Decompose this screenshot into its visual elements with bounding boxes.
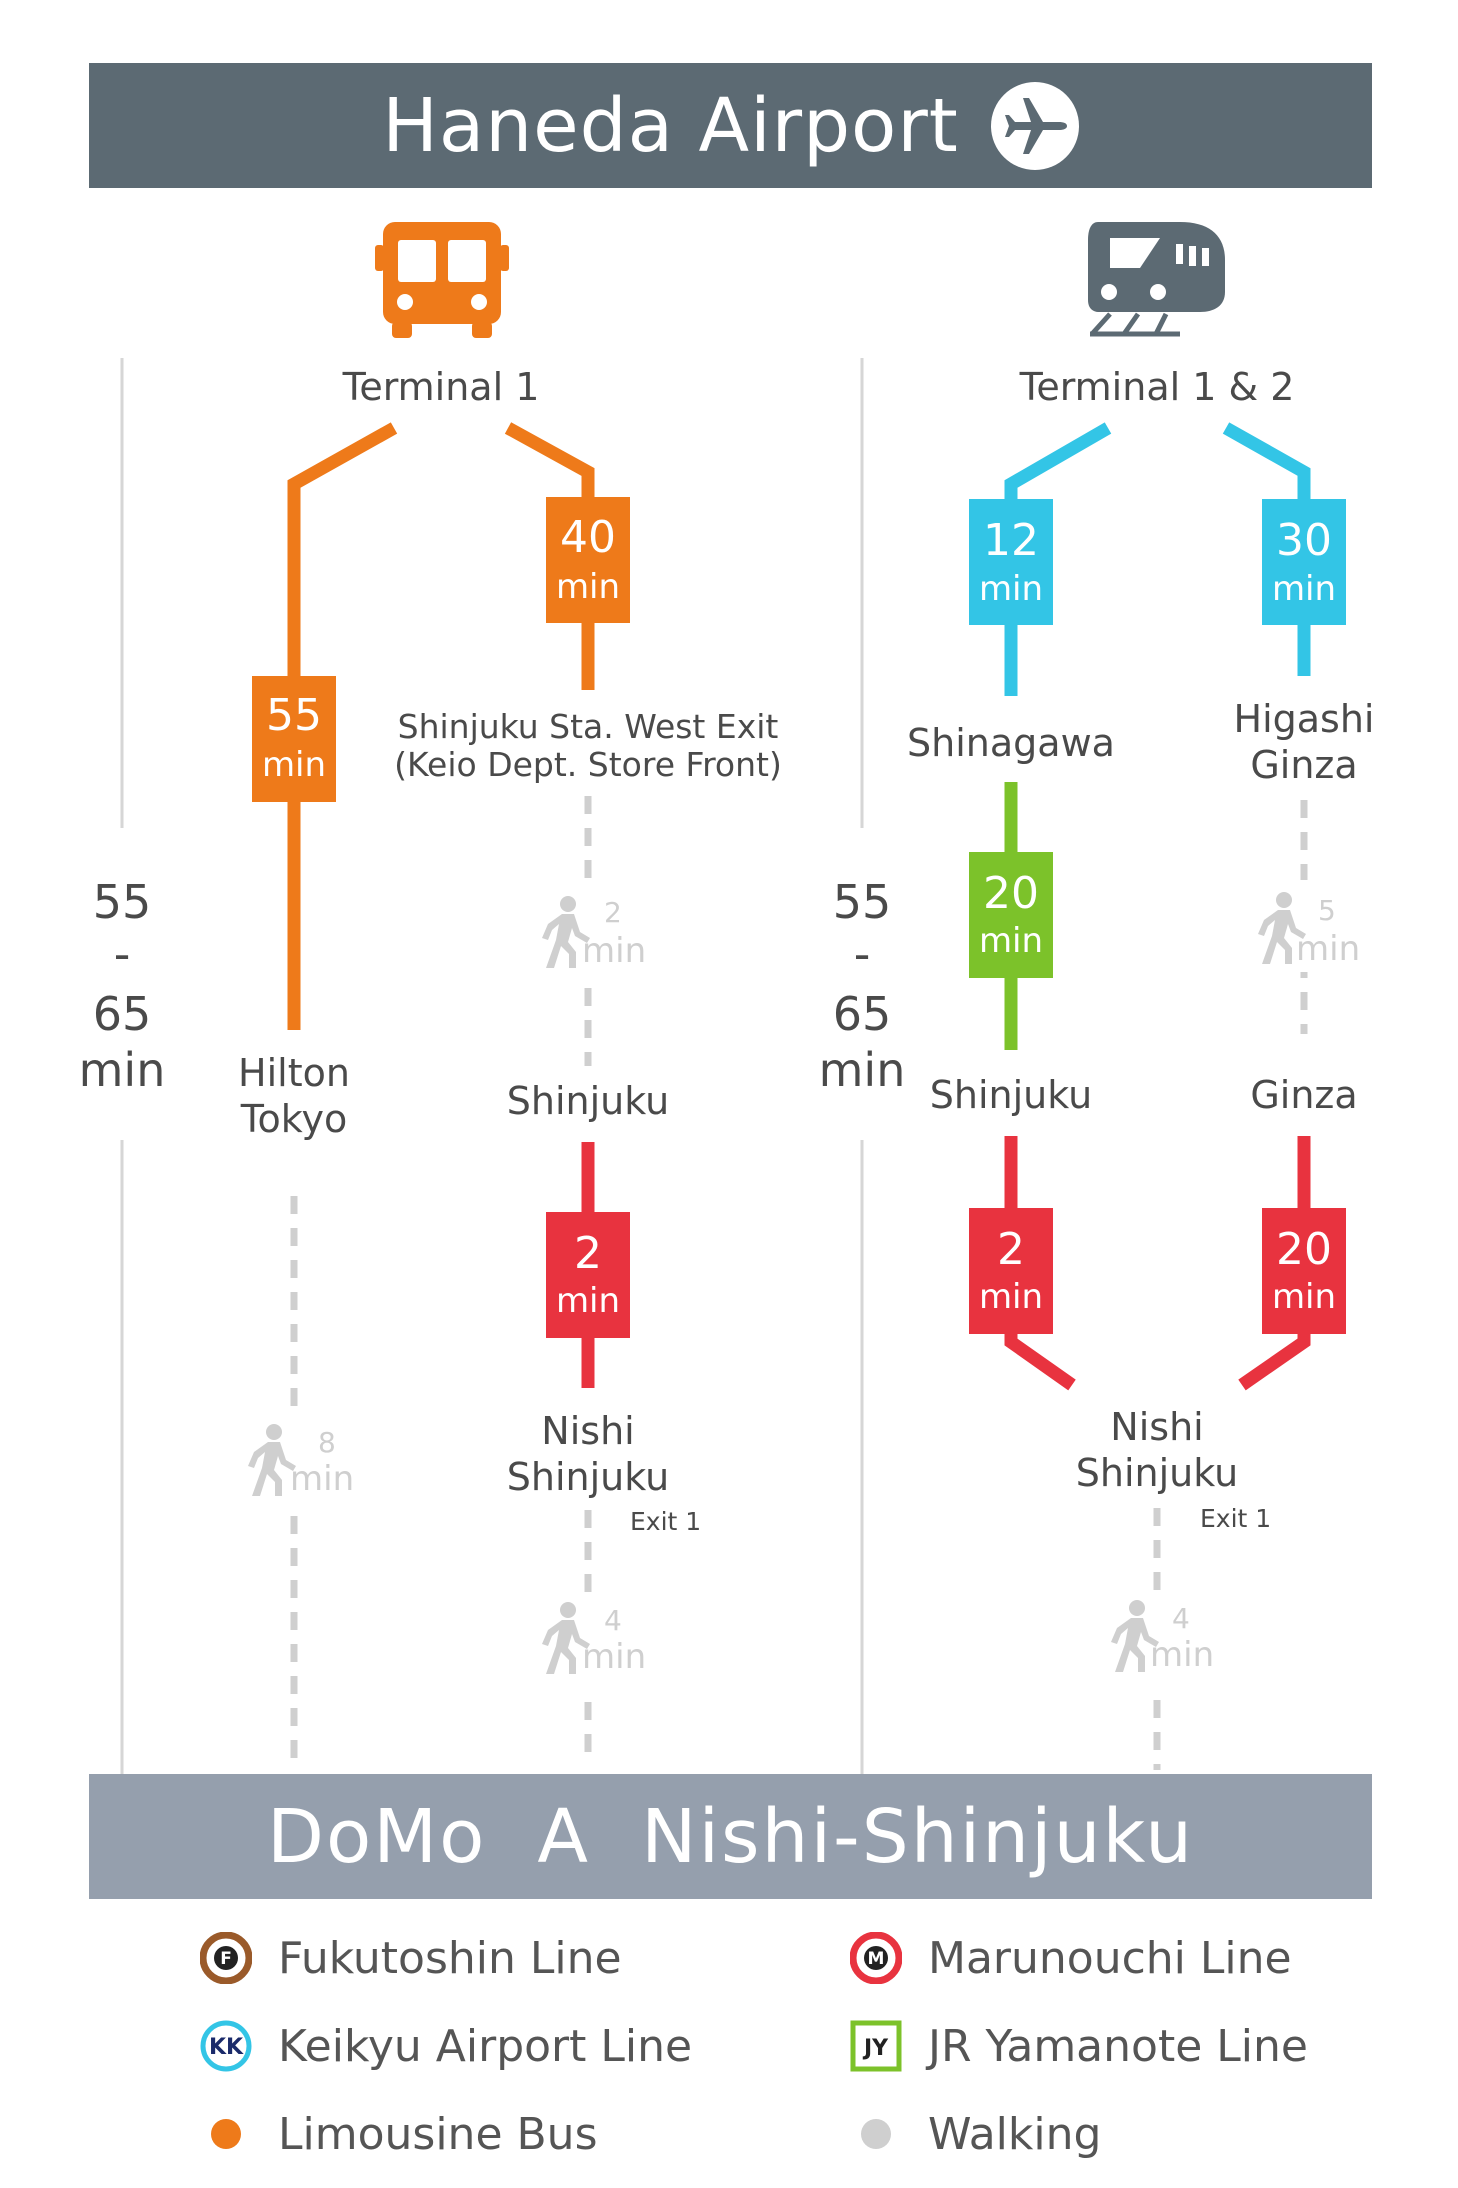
station-label: Shinjuku xyxy=(930,1073,1092,1117)
jr-yamanote-line-icon: JY xyxy=(850,2020,902,2072)
walk-time-unit: min xyxy=(1296,929,1360,969)
keikyu-route-line xyxy=(1004,422,1112,696)
station-label: Ginza xyxy=(1250,1073,1357,1117)
bus-time-value: 55 xyxy=(266,690,322,741)
train-time-unit: min xyxy=(556,1281,620,1321)
train-time-unit: min xyxy=(1272,1277,1336,1317)
legend-label: JR Yamanote Line xyxy=(928,2020,1308,2072)
legend-label: Keikyu Airport Line xyxy=(278,2020,693,2072)
dest-label-line1: Nishi xyxy=(1110,1405,1203,1449)
walk-time-unit: min xyxy=(290,1459,354,1499)
bus-time-unit: min xyxy=(262,745,326,785)
origin-label: Terminal 1 xyxy=(342,365,540,409)
bus-time-unit: min xyxy=(556,567,620,607)
marunouchi-line-icon: M xyxy=(850,1932,902,1984)
stop-label-line2: (Keio Dept. Store Front) xyxy=(394,745,782,784)
train-time-value: 2 xyxy=(997,1224,1025,1275)
train-time-value: 2 xyxy=(574,1228,602,1279)
marunouchi-route-line xyxy=(1004,1136,1076,1391)
legend-jr: JY JR Yamanote Line xyxy=(850,2020,1308,2072)
origin-label: Terminal 1 & 2 xyxy=(1019,365,1295,409)
walk-time-value: 4 xyxy=(604,1604,622,1637)
station-label: Shinagawa xyxy=(907,721,1115,765)
keikyu-time-unit: min xyxy=(979,569,1043,609)
bus-route-line xyxy=(287,422,398,1030)
svg-text:KK: KK xyxy=(209,2035,244,2060)
svg-text:JY: JY xyxy=(862,2036,889,2061)
destination-banner: DoMo A Nishi-Shinjuku xyxy=(89,1774,1372,1899)
legend-keikyu: KK Keikyu Airport Line xyxy=(200,2020,692,2072)
train-time-box xyxy=(969,1208,1053,1334)
walking-icon xyxy=(542,1602,590,1674)
walk-time-unit: min xyxy=(582,1637,646,1677)
total-time-dash: - xyxy=(854,927,871,981)
keikyu-time-unit: min xyxy=(1272,569,1336,609)
keikyu-time-value: 12 xyxy=(983,515,1039,566)
train-time-box xyxy=(1262,1208,1346,1334)
walk-time-value: 8 xyxy=(318,1426,336,1459)
train-time-unit: min xyxy=(979,1277,1043,1317)
train-time-value: 20 xyxy=(1276,1224,1332,1275)
dest-label-line2: Shinjuku xyxy=(507,1455,669,1499)
walk-time-value: 5 xyxy=(1318,894,1336,927)
header-banner: Haneda Airport xyxy=(89,63,1372,188)
exit-label: Exit 1 xyxy=(1200,1504,1271,1533)
legend-label: Marunouchi Line xyxy=(928,1932,1292,1984)
total-time-unit: min xyxy=(819,1043,906,1097)
dest-label-line2: Shinjuku xyxy=(1076,1451,1238,1495)
bus-time-box xyxy=(252,676,336,802)
stop-label-line2: Tokyo xyxy=(240,1097,347,1141)
walking-icon xyxy=(1111,1600,1159,1672)
bus-icon xyxy=(375,222,509,338)
train-time-box xyxy=(546,1212,630,1338)
walk-time-value: 2 xyxy=(604,896,622,929)
walk-time-unit: min xyxy=(1150,1635,1214,1675)
svg-text:F: F xyxy=(220,1949,232,1969)
svg-text:M: M xyxy=(868,1949,885,1969)
walk-time-value: 4 xyxy=(1172,1602,1190,1635)
station-label-line2: Ginza xyxy=(1250,743,1357,787)
legend-bus: Limousine Bus xyxy=(200,2108,598,2160)
fukutoshin-line-icon: F xyxy=(200,1932,252,1984)
total-time-dash: - xyxy=(114,927,131,981)
jr-time-value: 20 xyxy=(983,868,1039,919)
jr-time-unit: min xyxy=(979,921,1043,961)
total-time-min: 55 xyxy=(93,875,152,929)
legend-label: Limousine Bus xyxy=(278,2108,598,2160)
marunouchi-route-line xyxy=(1238,1136,1311,1391)
legend-label: Fukutoshin Line xyxy=(278,1932,622,1984)
legend-fukutoshin: F Fukutoshin Line xyxy=(200,1932,622,1984)
keikyu-time-box xyxy=(969,499,1053,625)
walking-icon xyxy=(1258,892,1306,964)
legend-marunouchi: M Marunouchi Line xyxy=(850,1932,1292,1984)
walking-legend-dot xyxy=(861,2119,891,2149)
keikyu-line-icon: KK xyxy=(200,2020,252,2072)
bus-time-box xyxy=(546,497,630,623)
total-time-min: 55 xyxy=(833,875,892,929)
legend-label: Walking xyxy=(928,2108,1102,2160)
destination-title: DoMo A Nishi-Shinjuku xyxy=(267,1793,1194,1880)
dest-label-line1: Nishi xyxy=(541,1409,634,1453)
bus-legend-dot xyxy=(211,2119,241,2149)
airplane-icon xyxy=(990,81,1079,170)
page-title: Haneda Airport xyxy=(382,82,959,169)
stop-label-line1: Shinjuku Sta. West Exit xyxy=(398,707,779,746)
train-icon xyxy=(1088,222,1225,337)
legend-walking: Walking xyxy=(850,2108,1101,2160)
bus-time-value: 40 xyxy=(560,512,616,563)
total-time-max: 65 xyxy=(833,987,892,1041)
stop-label-line1: Hilton xyxy=(238,1051,350,1095)
walking-icon xyxy=(542,896,590,968)
station-label: Shinjuku xyxy=(507,1079,669,1123)
keikyu-time-value: 30 xyxy=(1276,515,1332,566)
keikyu-time-box xyxy=(1262,499,1346,625)
exit-label: Exit 1 xyxy=(630,1507,701,1536)
walk-time-unit: min xyxy=(582,931,646,971)
jr-time-box xyxy=(969,852,1053,978)
total-time-unit: min xyxy=(79,1043,166,1097)
station-label-line1: Higashi xyxy=(1234,697,1375,741)
walking-icon xyxy=(248,1424,296,1496)
total-time-max: 65 xyxy=(93,987,152,1041)
